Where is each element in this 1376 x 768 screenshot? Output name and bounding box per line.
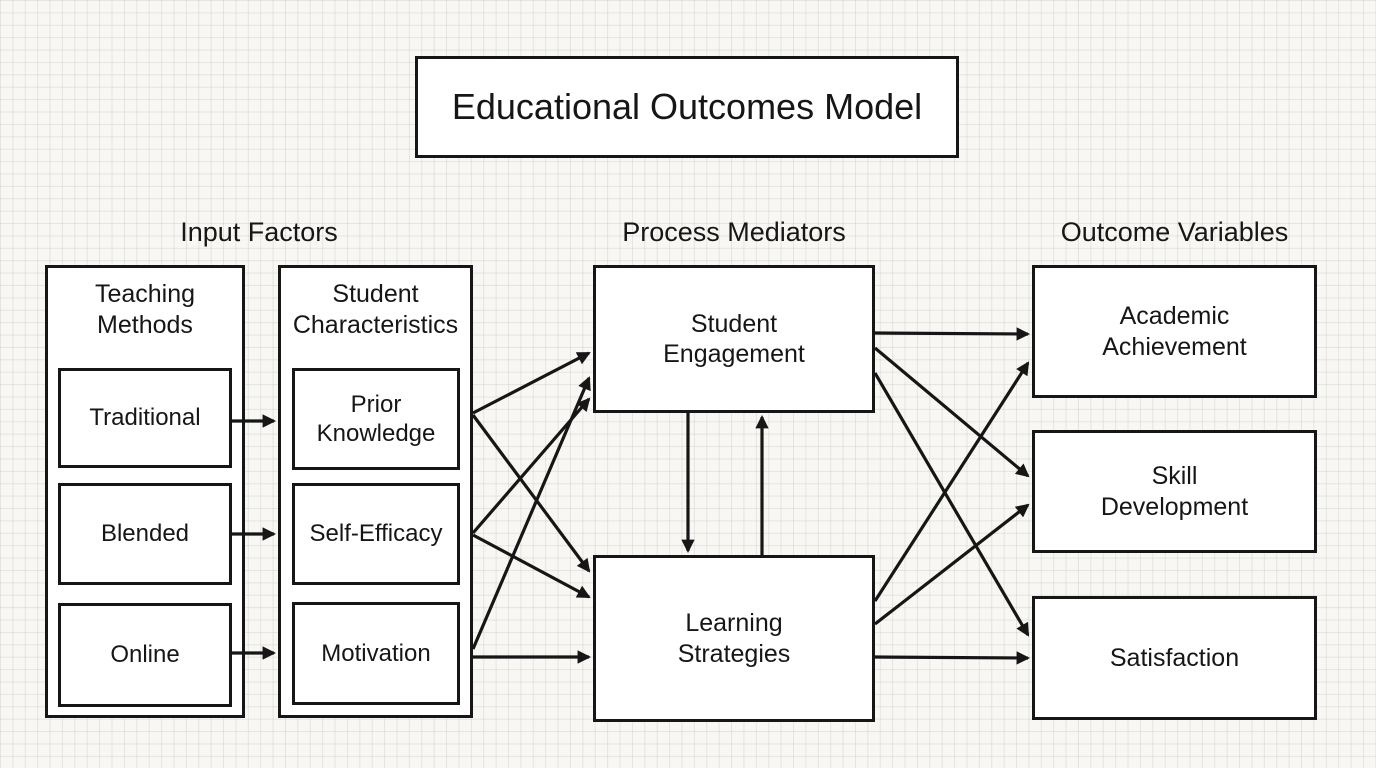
node-label-blended: Blended — [100, 520, 190, 548]
node-satisfaction: Satisfaction — [1032, 596, 1317, 720]
diagram-title-box: Educational Outcomes Model — [415, 56, 959, 158]
node-skill-development: Skill Development — [1032, 430, 1317, 553]
edge-student-engagement-to-satisfaction — [873, 372, 1030, 637]
node-label-motivation: Motivation — [321, 639, 431, 667]
edge-self-efficacy-to-student-engagement — [471, 397, 591, 535]
node-label-satisfaction: Satisfaction — [1109, 643, 1240, 672]
edge-motivation-to-student-engagement — [471, 376, 591, 650]
node-student-engagement: Student Engagement — [593, 265, 875, 413]
node-label-online: Online — [110, 641, 180, 669]
node-academic-achievement: Academic Achievement — [1032, 265, 1317, 398]
node-label-traditional: Traditional — [89, 404, 201, 432]
node-prior-knowledge: Prior Knowledge — [292, 368, 460, 470]
node-label-student-engagement: Student Engagement — [663, 309, 805, 369]
node-online: Online — [58, 603, 232, 707]
column-header-process-mediators: Process Mediators — [622, 217, 846, 247]
node-blended: Blended — [58, 483, 232, 585]
node-traditional: Traditional — [58, 368, 232, 468]
node-label-self-efficacy: Self-Efficacy — [309, 520, 443, 548]
node-label-academic-achievement: Academic Achievement — [1102, 302, 1247, 361]
edge-self-efficacy-to-learning-strategies — [472, 533, 591, 599]
column-header-outcome-variables: Outcome Variables — [1060, 217, 1289, 247]
node-label-learning-strategies: Learning Strategies — [677, 609, 791, 668]
diagram-title: Educational Outcomes Model — [451, 86, 923, 128]
node-label-prior-knowledge: Prior Knowledge — [316, 390, 436, 447]
group-label-teaching-methods: Teaching Methods — [94, 280, 196, 340]
edge-student-engagement-to-academic-achievement — [874, 327, 1031, 341]
edge-prior-knowledge-to-learning-strategies — [471, 414, 591, 573]
edge-prior-knowledge-to-student-engagement — [472, 351, 591, 415]
edge-student-engagement-to-skill-development — [873, 346, 1030, 478]
node-learning-strategies: Learning Strategies — [593, 555, 875, 722]
edge-learning-strategies-to-skill-development — [874, 503, 1030, 626]
edge-learning-strategies-to-satisfaction — [874, 651, 1031, 665]
node-label-skill-development: Skill Development — [1100, 462, 1249, 521]
group-label-student-characteristics: Student Characteristics — [292, 280, 459, 340]
node-self-efficacy: Self-Efficacy — [292, 483, 460, 585]
edge-learning-strategies-to-academic-achievement — [873, 361, 1030, 602]
column-header-input-factors: Input Factors — [180, 217, 338, 247]
node-motivation: Motivation — [292, 602, 460, 705]
